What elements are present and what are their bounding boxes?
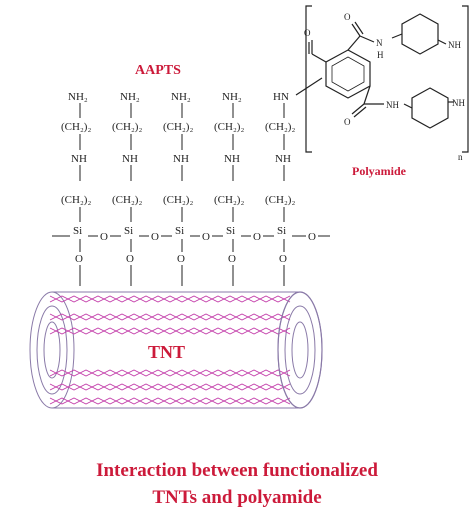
amide-nh: NH <box>386 100 399 110</box>
siloxane-backbone: O O O O O <box>52 231 330 243</box>
lattice-band <box>49 295 291 303</box>
titanium-nanotube <box>29 291 323 409</box>
lattice-band <box>49 295 291 303</box>
right-bracket <box>462 5 469 153</box>
terminal-nh: NH <box>448 40 461 50</box>
bond <box>391 33 403 39</box>
oxygen-atom: O <box>177 253 185 265</box>
silane-chain-2: NH₂ (CH₂)₂ NH (CH₂)₂ Si O <box>112 91 142 286</box>
oxygen-atom: O <box>75 253 83 265</box>
bridging-oxygen: O <box>308 231 316 243</box>
ethylene-group: (CH₂)₂ <box>112 121 142 133</box>
ethylene-group: (CH₂)₂ <box>163 194 193 206</box>
lattice-band <box>49 383 291 391</box>
bridging-oxygen: O <box>151 231 159 243</box>
silicon-atom: Si <box>124 225 133 237</box>
ethylene-group: (CH₂)₂ <box>214 121 244 133</box>
bridging-oxygen: O <box>253 231 261 243</box>
left-bracket <box>305 5 312 153</box>
lattice-band <box>49 313 291 321</box>
carbonyl-bond <box>351 103 365 115</box>
caption-line-1: Interaction between functionalized <box>96 460 378 481</box>
amide-h: H <box>377 50 384 60</box>
silane-chain-1: NH₂ (CH₂)₂ NH (CH₂)₂ Si O <box>61 91 91 286</box>
bond <box>403 103 413 109</box>
tube-right-end-ring <box>291 321 309 379</box>
carbonyl-bond <box>354 21 364 35</box>
bridging-oxygen: O <box>100 231 108 243</box>
lattice-band <box>49 383 291 391</box>
oxygen-atom: O <box>228 253 236 265</box>
terminal-nh: NH <box>452 98 465 108</box>
polyamide-label: Polyamide <box>352 164 407 178</box>
bridging-oxygen: O <box>202 231 210 243</box>
central-ring-inner <box>331 56 365 92</box>
amine-group: NH <box>224 153 240 165</box>
carbonyl-bond <box>351 23 361 37</box>
tnt-label: TNT <box>148 342 185 362</box>
oxygen-atom: O <box>126 253 134 265</box>
carbonyl-oxygen: O <box>344 117 351 127</box>
ethylene-group: (CH₂)₂ <box>265 121 295 133</box>
bond <box>437 39 447 45</box>
amine-group: NH <box>173 153 189 165</box>
lattice-band <box>49 327 291 335</box>
nh2-group: NH₂ <box>171 91 191 103</box>
repeat-count: n <box>458 152 463 162</box>
bond <box>347 35 361 51</box>
carbonyl-oxygen: O <box>344 12 351 22</box>
amide-n: N <box>376 38 383 48</box>
top-phenyl-ring <box>401 13 439 55</box>
tube-right-end-rim <box>277 291 323 409</box>
ethylene-group: (CH₂)₂ <box>61 121 91 133</box>
lattice-band <box>49 397 291 405</box>
lattice-band <box>49 327 291 335</box>
nh2-group: NH₂ <box>222 91 242 103</box>
lattice-band <box>49 397 291 405</box>
silane-chain-4: NH₂ (CH₂)₂ NH (CH₂)₂ Si O <box>214 91 244 286</box>
oxygen-atom: O <box>279 253 287 265</box>
bottom-phenyl-ring <box>411 87 449 129</box>
silicon-atom: Si <box>277 225 286 237</box>
nh2-group: NH₂ <box>120 91 140 103</box>
ethylene-group: (CH₂)₂ <box>112 194 142 206</box>
amine-group: NH <box>275 153 291 165</box>
ethylene-group: (CH₂)₂ <box>61 194 91 206</box>
nh2-group: NH₂ <box>68 91 88 103</box>
lattice-band <box>49 369 291 377</box>
polyamide-structure <box>295 5 469 153</box>
lattice-band <box>49 313 291 321</box>
tube-left-end-ring <box>36 305 68 395</box>
bond <box>311 53 327 63</box>
ethylene-group: (CH₂)₂ <box>214 194 244 206</box>
caption-line-2: TNTs and polyamide <box>152 487 321 508</box>
ethylene-group: (CH₂)₂ <box>163 121 193 133</box>
silane-chain-3: NH₂ (CH₂)₂ NH (CH₂)₂ Si O <box>163 91 193 286</box>
silicon-atom: Si <box>226 225 235 237</box>
tube-left-end-ring <box>43 321 61 379</box>
silicon-atom: Si <box>73 225 82 237</box>
polyamide-atoms: O O N H O NH NH NH n <box>304 12 465 162</box>
bond <box>359 35 375 43</box>
carbonyl-oxygen: O <box>304 28 311 38</box>
aapts-label: AAPTS <box>135 63 181 78</box>
lattice-band <box>49 369 291 377</box>
silicon-atom: Si <box>175 225 184 237</box>
ethylene-group: (CH₂)₂ <box>265 194 295 206</box>
hn-group: HN <box>273 91 289 103</box>
amine-group: NH <box>71 153 87 165</box>
silane-chain-5: HN (CH₂)₂ NH (CH₂)₂ Si O <box>265 91 295 286</box>
amide-bond <box>295 77 323 96</box>
tube-right-end-ring <box>284 305 316 395</box>
bond <box>363 85 371 105</box>
amine-group: NH <box>122 153 138 165</box>
tio2-lattice <box>49 295 291 405</box>
carbonyl-bond <box>353 106 367 118</box>
